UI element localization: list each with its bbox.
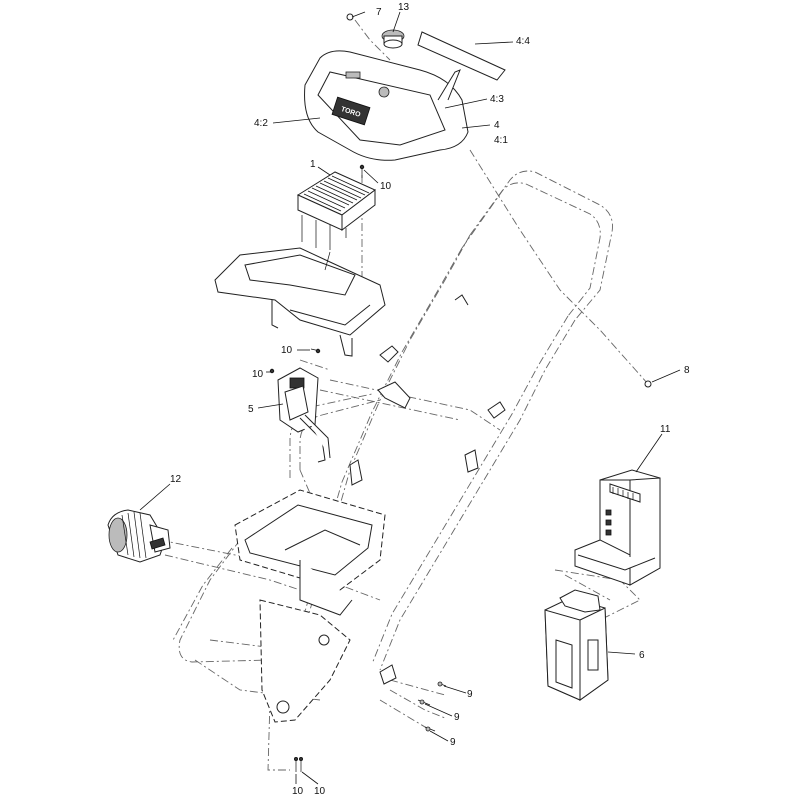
control-panel-cover: TORO: [304, 50, 469, 161]
screw-10-top: [359, 164, 365, 178]
callout-5: 5: [248, 404, 254, 415]
callout-10-top: 10: [380, 181, 392, 192]
callout-11: 11: [660, 424, 671, 435]
decal-strip: [417, 31, 506, 81]
screw-9-a: [437, 681, 447, 687]
callout-10-bottom-left: 10: [292, 786, 304, 797]
callout-12: 12: [170, 474, 182, 485]
screw-8: [644, 380, 652, 388]
screw-10-mid: [310, 348, 321, 354]
callout-9-c: 9: [450, 737, 456, 748]
callout-9-b: 9: [454, 712, 460, 723]
leader-lines: [139, 11, 681, 785]
callout-8: 8: [684, 365, 690, 376]
switch-bracket: [269, 367, 331, 463]
screw-9-c: [424, 726, 436, 732]
callout-4-1: 4:1: [494, 135, 508, 146]
callout-4-2: 4:2: [254, 118, 268, 129]
key-knob: [381, 29, 405, 49]
battery-charger: [574, 469, 661, 586]
screw-10-bottom-right: [298, 757, 303, 772]
callout-7: 7: [376, 7, 382, 18]
callout-13: 13: [398, 2, 410, 13]
housing-tray: [214, 247, 386, 357]
callout-10-bracket: 10: [252, 369, 264, 380]
motor-assembly: [107, 509, 171, 563]
callout-10-bottom-right: 10: [314, 786, 326, 797]
callout-10-mid: 10: [281, 345, 293, 356]
screw-10-bottom-left: [293, 757, 298, 772]
battery-pack: [544, 589, 609, 701]
battery-housing-frame: [234, 489, 397, 723]
callout-9-a: 9: [467, 689, 473, 700]
callout-4-4: 4:4: [516, 36, 530, 47]
callout-6: 6: [639, 650, 645, 661]
callout-labels: 7 13 4:4 4:3 4:2 4 4:1 1 10 10 10 5 8 11…: [170, 2, 690, 797]
callout-4: 4: [494, 120, 500, 131]
cable-wire: [437, 69, 461, 101]
controller-board: [296, 171, 376, 250]
callout-4-3: 4:3: [490, 94, 504, 105]
screw-9-b: [417, 699, 431, 706]
callout-1: 1: [310, 159, 316, 170]
frame-fittings: [349, 294, 506, 486]
